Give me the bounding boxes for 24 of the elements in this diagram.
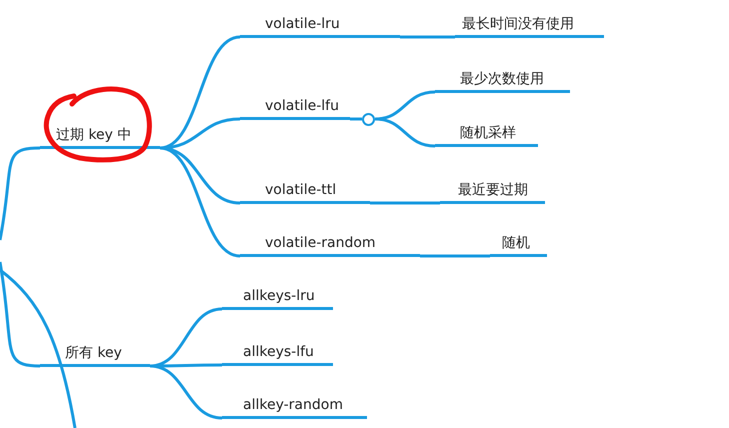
topic-label: 随机采样	[435, 121, 538, 147]
topic-label: allkeys-lfu	[222, 340, 333, 366]
topic-label: volatile-random	[240, 231, 420, 257]
branch-line	[374, 118, 436, 148]
branch-line	[0, 146, 40, 240]
branch-line	[0, 262, 40, 368]
topic-label: volatile-ttl	[240, 178, 370, 204]
branch-line	[400, 36, 455, 38]
topic-label: allkey-random	[222, 393, 367, 419]
topic-label: 最近要过期	[440, 178, 545, 204]
topic-label: 所有 key	[40, 341, 150, 367]
topic-label: 最长时间没有使用	[455, 12, 604, 38]
topic-label: allkeys-lru	[222, 284, 333, 310]
topic-label: 过期 key 中	[40, 123, 160, 149]
branch-line	[160, 146, 240, 258]
branch-line	[420, 254, 490, 258]
branch-line	[150, 364, 222, 420]
topic-label: 随机	[490, 231, 547, 257]
topic-label: volatile-lru	[240, 12, 400, 38]
branch-knob	[362, 113, 375, 126]
branch-line	[370, 202, 440, 204]
topic-label: 最少次数使用	[435, 67, 570, 93]
branch-line	[350, 118, 362, 120]
topic-label: volatile-lfu	[240, 94, 350, 120]
